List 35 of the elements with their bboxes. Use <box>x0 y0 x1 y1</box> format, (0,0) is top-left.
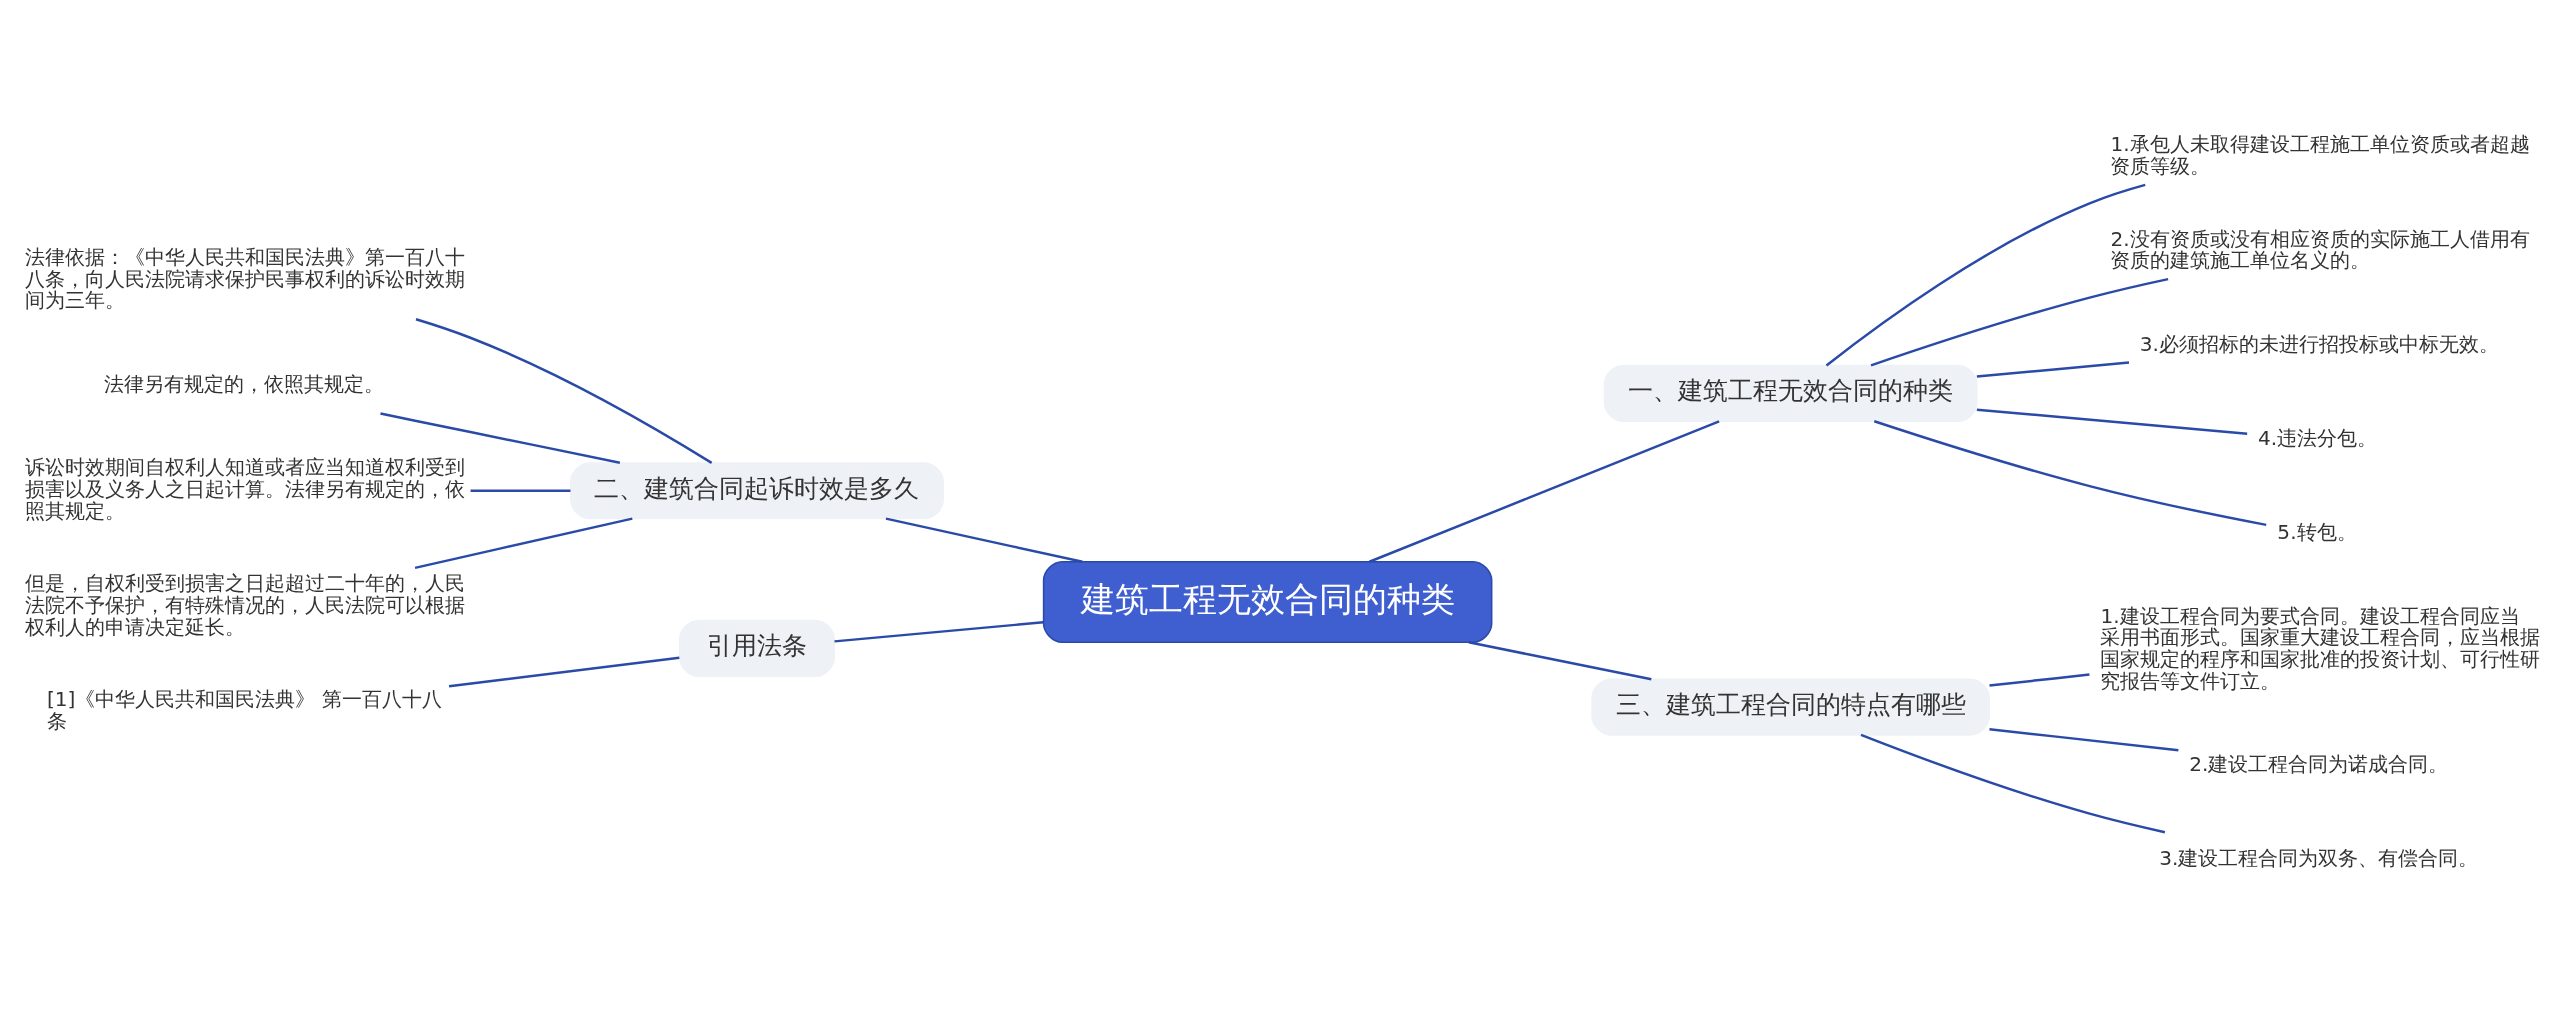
node-text: 5.转包。 <box>2277 520 2357 545</box>
connector <box>415 318 713 464</box>
node-text: 3.必须招标的未进行招投标或中标无效。 <box>2139 331 2500 356</box>
node-text: 法律依据：《中华人民共和国民法典》第一百八十八条，向人民法院请求保护民事权利的诉讼时效期间为三年。 <box>25 245 466 313</box>
node-text: 1.承包人未取得建设工程施工单位资质或者超越资质等级。 <box>2110 132 2530 179</box>
connector <box>1976 361 2130 378</box>
connector <box>448 656 680 688</box>
node-text: 法律另有规定的，依照其规定。 <box>104 371 385 396</box>
node-box: 三、建筑工程合同的特点有哪些 <box>1591 678 1990 736</box>
connector <box>1976 408 2248 435</box>
connector <box>414 517 633 570</box>
node-box: 建筑工程无效合同的种类 <box>1042 561 1493 643</box>
node-box: 一、建筑工程无效合同的种类 <box>1603 364 1978 422</box>
node-text: 1.建设工程合同为要式合同。建设工程合同应当采用书面形式。国家重大建设工程合同，应当根据国家规定的程序和国家批准的投资计划、可行性研究报告等文件订立。 <box>2100 603 2541 693</box>
connector <box>1989 727 2179 752</box>
node-text: 2.没有资质或没有相应资质的实际施工人借用有资质的建筑施工单位名义的。 <box>2110 226 2530 273</box>
connector <box>1873 420 2267 527</box>
connector <box>1870 277 2169 367</box>
node-text: 3.建设工程合同为双务、有偿合同。 <box>2159 846 2479 871</box>
node-text: 2.建设工程合同为诺成合同。 <box>2189 752 2449 777</box>
connector <box>885 517 1083 563</box>
connector <box>1860 733 2166 834</box>
node-text: 4.违法分包。 <box>2258 426 2378 450</box>
connector <box>380 412 621 464</box>
node-box: 引用法条 <box>678 619 835 677</box>
connector <box>1989 673 2090 687</box>
connector <box>1468 641 1652 681</box>
node-text: [1]《中华人民共和国民法典》 第一百八十八条 <box>47 687 442 733</box>
connector <box>834 621 1044 643</box>
connector <box>470 489 571 492</box>
node-text: 诉讼时效期间自权利人知道或者应当知道权利受到损害以及义务人之日起计算。法律另有规定的，依照其规定。 <box>25 455 466 523</box>
connector <box>1825 183 2146 367</box>
connector <box>1368 420 1720 563</box>
node-box: 二、建筑合同起诉时效是多久 <box>570 462 944 520</box>
node-text: 但是，自权利受到损害之日起超过二十年的，人民法院不予保护，有特殊情况的，人民法院可以根据权利人的申请决定延长。 <box>25 571 466 639</box>
